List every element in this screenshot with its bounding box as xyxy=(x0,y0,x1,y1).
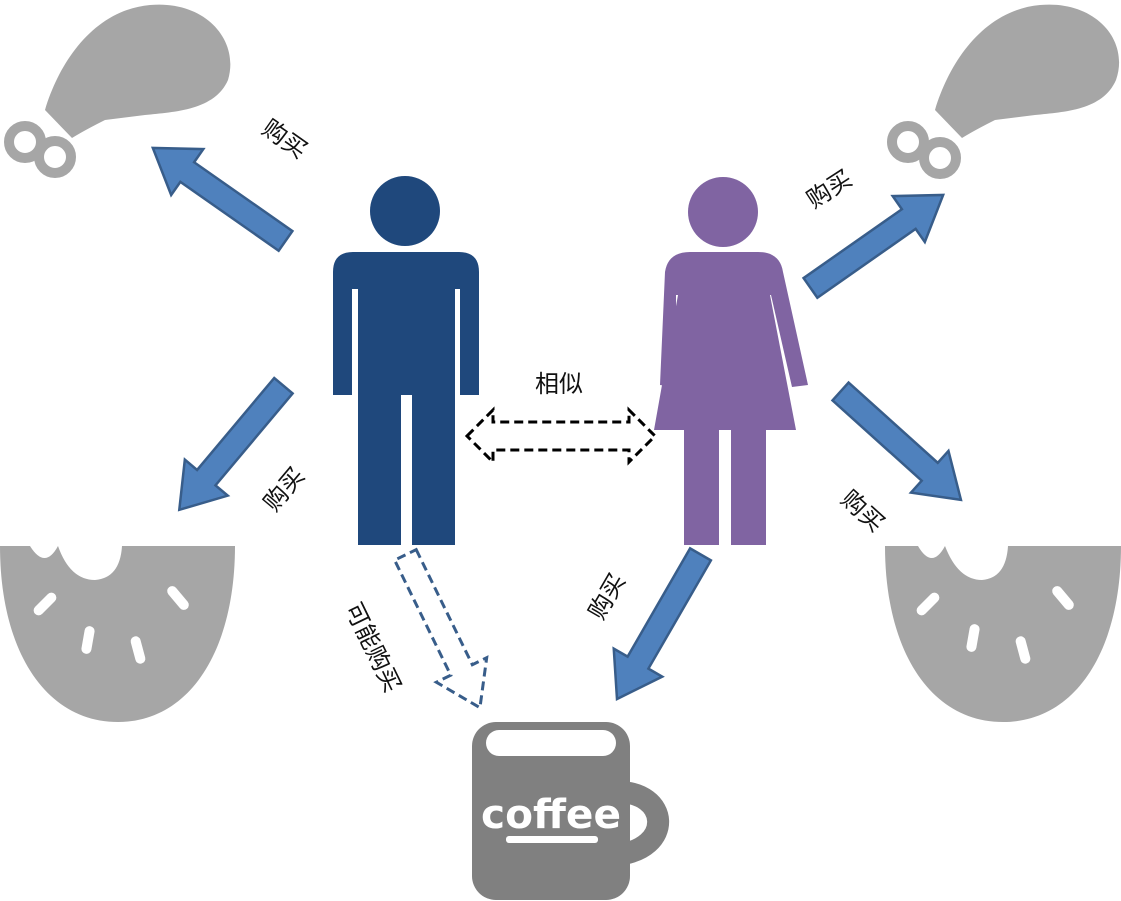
buy-arrow-man-drumstick xyxy=(150,146,295,253)
man-figure-icon xyxy=(333,176,479,545)
buy-arrow-woman-watermelon xyxy=(830,380,963,502)
woman-figure-icon xyxy=(654,177,808,545)
watermelon-icon-left xyxy=(0,546,235,722)
buy-arrow-man-watermelon xyxy=(177,376,295,512)
coffee-cup-icon: coffee xyxy=(472,722,670,900)
buy-label-man-drumstick: 购买 xyxy=(257,114,312,164)
may-buy-arrow xyxy=(392,547,489,711)
coffee-logo-text: coffee xyxy=(481,792,621,838)
buy-label-man-watermelon: 购买 xyxy=(258,462,310,517)
drumstick-icon-left xyxy=(4,4,231,178)
buy-arrow-woman-drumstick xyxy=(801,193,946,300)
buy-label-woman-watermelon: 购买 xyxy=(835,485,889,538)
drumstick-icon-right xyxy=(887,4,1120,179)
buy-arrow-woman-coffee xyxy=(612,546,713,701)
similar-double-arrow xyxy=(464,406,658,466)
buy-label-woman-coffee: 购买 xyxy=(583,569,631,625)
may-buy-label: 可能购买 xyxy=(339,598,406,697)
similar-label: 相似 xyxy=(535,370,583,398)
buy-label-woman-drumstick: 购买 xyxy=(802,164,858,214)
watermelon-icon-right xyxy=(885,546,1121,722)
